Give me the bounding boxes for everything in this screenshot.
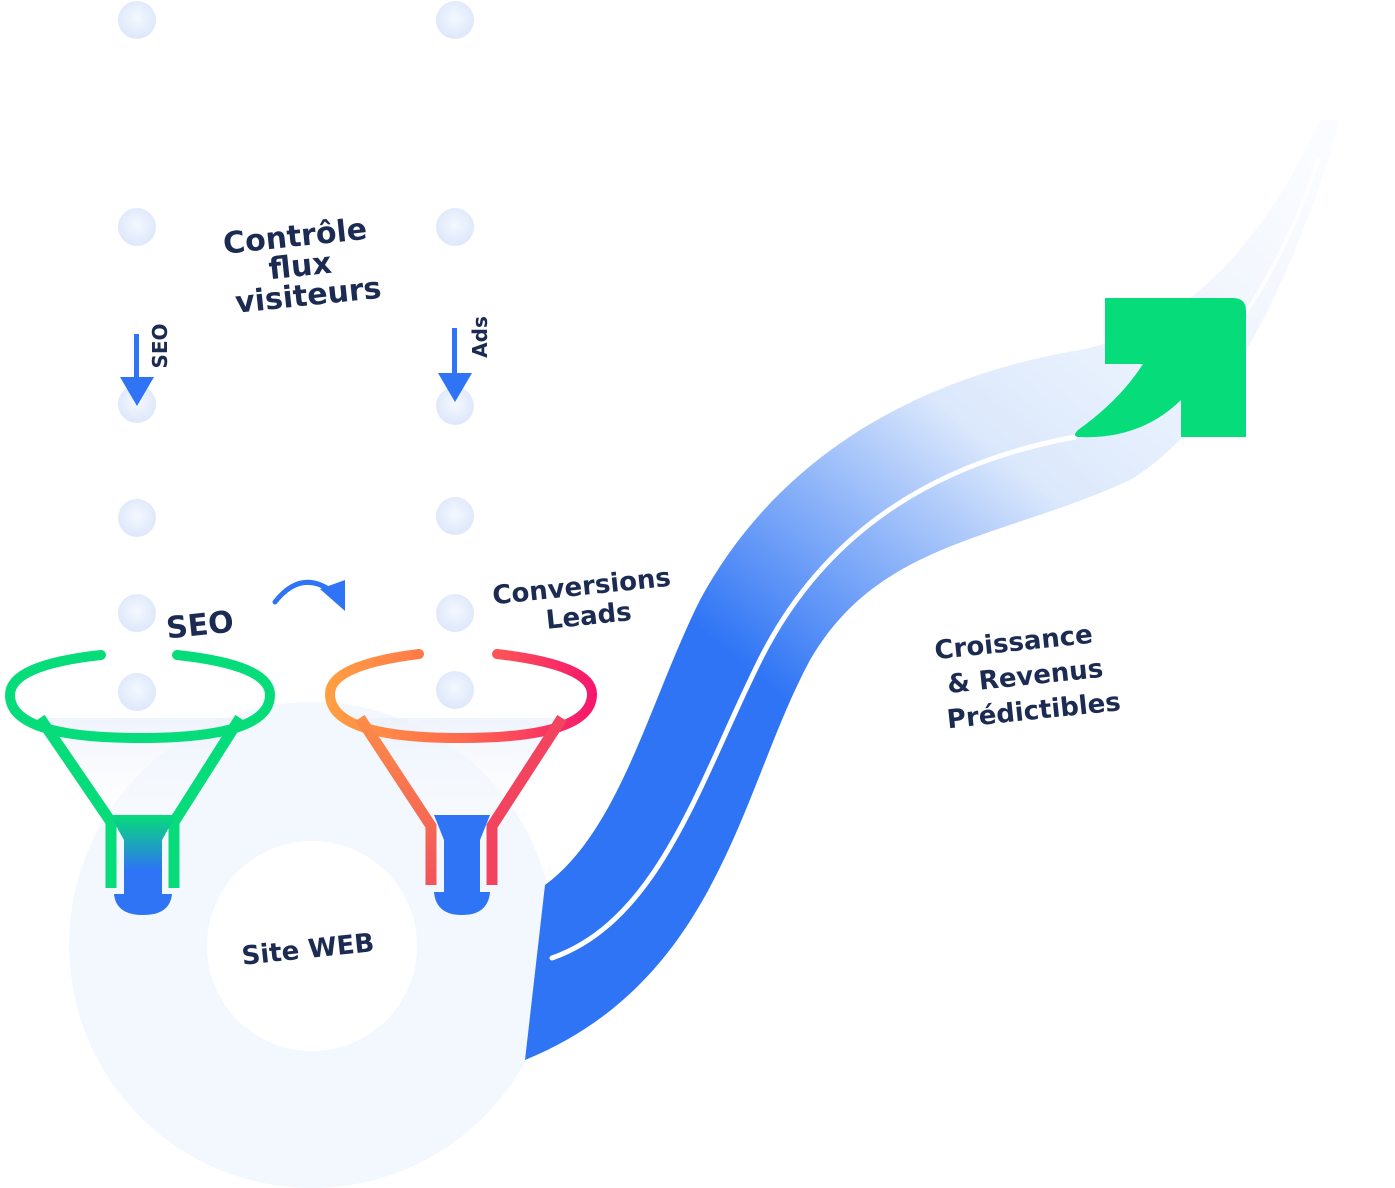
arrow-down-icon [120,334,154,406]
seo-funnel-label: SEO [165,605,236,647]
seo-funnel [4,650,276,915]
seo-arrow-label: SEO [148,323,172,368]
dots-column-right [436,1,474,709]
controle-flux-label: Contrôle flux visiteurs [221,212,383,321]
croissance-label: Croissance & Revenus Prédictibles [933,620,1122,736]
arrow-up-right-icon [1075,298,1246,438]
ads-arrow-label: Ads [468,316,492,358]
arrow-down-icon [438,328,472,402]
controle-line-3: visiteurs [233,271,383,321]
controle-line-2: flux [267,246,333,287]
conversions-leads-label: Conversions Leads [491,563,672,636]
curved-arrow-icon [272,579,345,611]
conversions-funnel [324,649,598,915]
